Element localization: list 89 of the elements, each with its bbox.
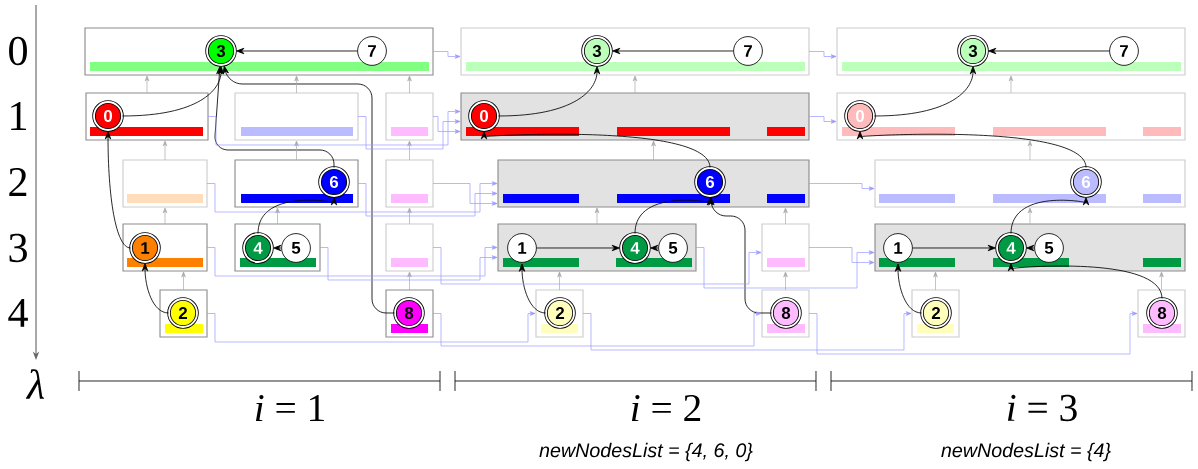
arrow: [1008, 75, 1014, 94]
level-box: [234, 92, 359, 141]
arrow: [557, 271, 562, 291]
arrow: [407, 140, 412, 161]
axis-label: λ: [25, 369, 45, 399]
connector-arrow: [808, 51, 837, 59]
arrow: [1010, 197, 1090, 234]
iteration-label: i = 1: [255, 394, 324, 421]
iteration-label: i = 3: [1007, 394, 1077, 422]
arrow: [1027, 207, 1033, 225]
level-number: 2: [9, 168, 27, 196]
arrow: [874, 66, 977, 117]
arrow: [141, 263, 169, 314]
arrow: [594, 207, 600, 225]
level-box: [836, 27, 1186, 76]
connector-arrow: [582, 311, 912, 351]
arrow: [632, 75, 638, 94]
level-box: [385, 159, 434, 208]
connector-arrow: [206, 245, 498, 277]
level-box: [385, 223, 434, 272]
arrow: [1159, 271, 1164, 291]
connector-arrow: [695, 247, 875, 289]
arrow: [536, 244, 620, 252]
level-number: 0: [9, 36, 27, 66]
connector-arrow: [432, 247, 762, 285]
connector-arrow: [432, 116, 461, 134]
arrow: [294, 140, 299, 161]
arrow: [144, 75, 150, 94]
connector-arrow: [808, 116, 837, 124]
arrow: [708, 197, 772, 314]
arrow: [856, 131, 1087, 168]
arrow: [257, 197, 338, 234]
arrow: [1027, 140, 1033, 161]
level-box: [761, 223, 810, 272]
arrow: [407, 271, 412, 291]
level-box: [385, 92, 434, 141]
arrow: [894, 263, 922, 314]
arrow: [294, 75, 299, 94]
annotation-text: newNodesList = {4}: [941, 442, 1111, 462]
arrow: [1007, 263, 1163, 299]
arrow: [181, 271, 186, 291]
connector-arrow: [206, 311, 536, 343]
arrow: [783, 207, 788, 225]
connector-arrow: [432, 311, 762, 347]
connector-arrow: [808, 183, 875, 191]
arrow: [273, 244, 282, 252]
level-box: [122, 159, 208, 208]
connector-arrow: [357, 183, 498, 217]
level-box: [874, 159, 1186, 208]
arrow: [1026, 244, 1035, 252]
arrow: [162, 207, 168, 225]
arrow: [933, 271, 938, 291]
level-number: 4: [8, 299, 28, 327]
annotation-text: newNodesList = {4, 6, 0}: [539, 442, 753, 462]
arrow: [214, 66, 335, 168]
arrow: [162, 140, 168, 161]
arrow: [498, 66, 601, 117]
level-box: [460, 27, 810, 76]
arrow: [104, 131, 131, 249]
arrow: [651, 140, 656, 161]
level-number: 1: [11, 102, 27, 130]
arrow: [650, 244, 659, 252]
arrow: [236, 47, 358, 55]
connector-arrow: [808, 247, 875, 265]
arrow: [480, 131, 711, 168]
level-box: [84, 27, 434, 76]
connector-arrow: [206, 181, 498, 213]
arrow: [222, 65, 395, 314]
arrow: [988, 47, 1110, 55]
level-box: [460, 92, 810, 141]
connector-arrow: [432, 183, 498, 206]
arrow: [122, 66, 225, 117]
arrow: [518, 263, 546, 314]
connector-arrow: [207, 109, 461, 146]
arrow: [783, 271, 788, 291]
connector-arrow: [319, 247, 498, 281]
connector-arrow: [432, 51, 461, 59]
connector-arrow: [808, 311, 1138, 355]
arrow: [407, 75, 412, 94]
arrow: [634, 197, 714, 234]
level-box: [497, 159, 810, 208]
level-number: 3: [9, 233, 27, 263]
arrow: [912, 244, 996, 252]
arrow: [275, 207, 280, 225]
arrow: [612, 47, 734, 55]
level-box: [836, 92, 1186, 141]
connector-arrow: [357, 116, 461, 150]
arrow: [407, 207, 412, 225]
iteration-label: i = 2: [631, 394, 701, 421]
